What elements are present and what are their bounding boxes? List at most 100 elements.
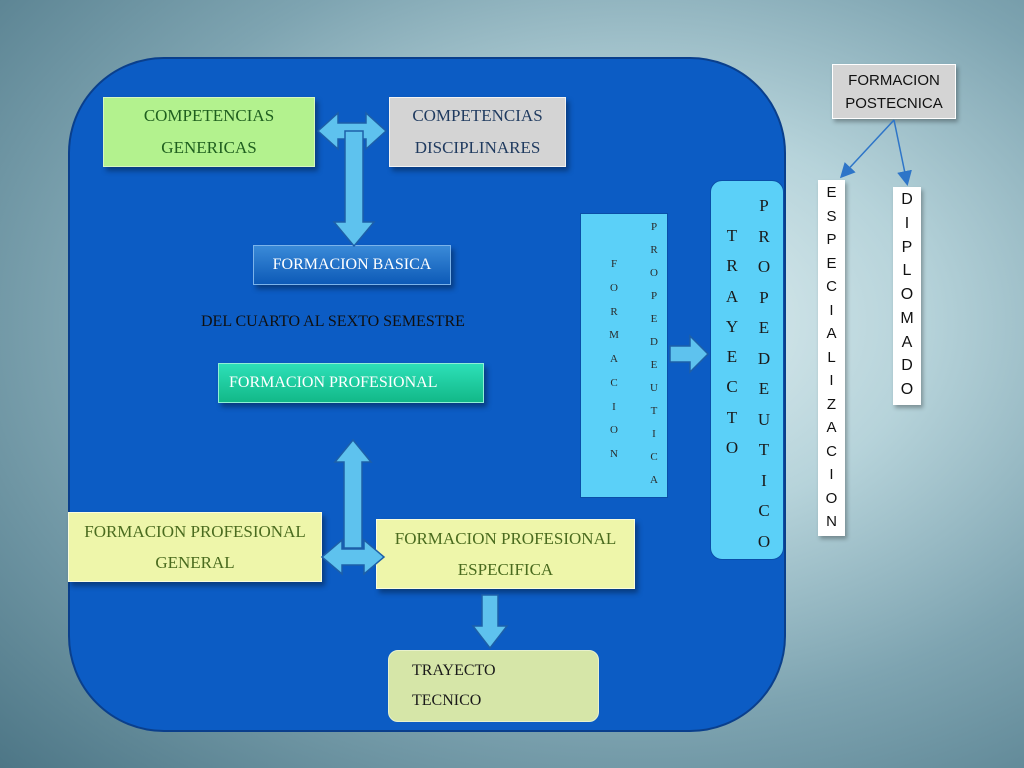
vertical-letter: D bbox=[901, 191, 913, 208]
vertical-letter: N bbox=[826, 513, 837, 530]
trayecto-tecnico-box: TRAYECTO TECNICO bbox=[388, 650, 599, 722]
vertical-letter: D bbox=[901, 357, 913, 375]
vertical-letter: O bbox=[900, 381, 914, 398]
vertical-letter: O bbox=[825, 489, 838, 507]
especializacion-box bbox=[818, 180, 845, 536]
vertical-letter: R bbox=[610, 305, 618, 318]
vertical-letter: S bbox=[826, 207, 837, 225]
fp-especifica-line1: FORMACION PROFESIONAL bbox=[394, 529, 617, 548]
formacion-propedeutica-box bbox=[580, 213, 668, 498]
vertical-letter: E bbox=[758, 379, 770, 399]
vertical-letter: A bbox=[826, 419, 837, 436]
competencias-genericas-line1: COMPETENCIAS bbox=[143, 106, 275, 125]
trayecto-propedeutico-box bbox=[710, 180, 784, 560]
competencias-genericas-line2: GENERICAS bbox=[161, 138, 257, 157]
competencias-genericas-box: COMPETENCIAS GENERICAS bbox=[103, 97, 315, 167]
vertical-letter: T bbox=[726, 226, 738, 245]
trayecto-tecnico-line1: TRAYECTO bbox=[412, 662, 496, 679]
formacion-postecnica-line1: FORMACION bbox=[848, 71, 940, 89]
vertical-letter: M bbox=[609, 329, 619, 342]
vertical-letter: T bbox=[650, 405, 658, 417]
vertical-letter: E bbox=[650, 359, 658, 371]
vertical-letter: O bbox=[610, 424, 618, 437]
double-arrow-vertical-profesional bbox=[333, 438, 373, 549]
vertical-letter: I bbox=[829, 466, 834, 483]
vertical-letter: Z bbox=[826, 395, 837, 413]
vertical-letter: E bbox=[758, 318, 770, 338]
vertical-letter: R bbox=[726, 256, 738, 276]
vertical-letter: U bbox=[757, 409, 771, 429]
connector-to-especializacion bbox=[839, 119, 895, 179]
vertical-letter: P bbox=[759, 287, 769, 307]
fp-general-line2: GENERAL bbox=[155, 553, 235, 572]
competencias-disciplinares-line1: COMPETENCIAS bbox=[412, 106, 543, 125]
vertical-letter: T bbox=[726, 407, 738, 427]
fp-especifica-line2: ESPECIFICA bbox=[457, 560, 554, 579]
formacion-profesional-box: FORMACION PROFESIONAL bbox=[218, 363, 484, 403]
vertical-letter: O bbox=[757, 531, 771, 551]
fp-especifica-box: FORMACION PROFESIONAL ESPECIFICA bbox=[376, 519, 635, 589]
vertical-letter: I bbox=[612, 400, 616, 413]
vertical-letter: O bbox=[725, 437, 739, 457]
vertical-letter: C bbox=[650, 451, 658, 463]
vertical-letter: O bbox=[757, 257, 771, 277]
vertical-letter: C bbox=[826, 278, 837, 295]
vertical-letter: O bbox=[610, 281, 618, 294]
vertical-letter: I bbox=[829, 301, 834, 319]
vertical-letter: P bbox=[901, 238, 913, 256]
vertical-letter: F bbox=[610, 258, 618, 270]
vertical-letter: R bbox=[650, 244, 658, 256]
vertical-letter: A bbox=[725, 286, 739, 306]
double-arrow-horizontal-bottom bbox=[320, 538, 386, 576]
diplomado-box bbox=[893, 187, 921, 405]
vertical-letter: L bbox=[827, 348, 836, 366]
vertical-letter: E bbox=[726, 347, 738, 367]
competencias-disciplinares-line2: DISCIPLINARES bbox=[414, 138, 541, 157]
vertical-letter: I bbox=[761, 470, 767, 490]
vertical-letter: P bbox=[826, 231, 837, 248]
connector-to-diplomado bbox=[893, 119, 912, 186]
vertical-letter: A bbox=[610, 353, 618, 365]
formacion-postecnica-line2: POSTECNICA bbox=[845, 94, 943, 112]
vertical-letter: T bbox=[758, 440, 770, 460]
vertical-letter: I bbox=[829, 372, 834, 389]
vertical-letter: I bbox=[652, 428, 656, 440]
fp-general-line1: FORMACION PROFESIONAL bbox=[84, 522, 306, 541]
vertical-letter: E bbox=[826, 254, 837, 272]
arrow-down-to-tecnico bbox=[471, 594, 509, 650]
fp-general-box: FORMACION PROFESIONAL GENERAL bbox=[68, 512, 322, 582]
trayecto-tecnico-line2: TECNICO bbox=[412, 692, 482, 709]
vertical-letter: D bbox=[650, 336, 658, 348]
vertical-letter: E bbox=[826, 184, 837, 201]
vertical-letter: P bbox=[759, 196, 769, 215]
vertical-letter: A bbox=[826, 325, 837, 342]
competencias-disciplinares-box: COMPETENCIAS DISCIPLINARES bbox=[389, 97, 566, 167]
arrow-right-to-propedeutico bbox=[669, 334, 710, 374]
vertical-letter: C bbox=[826, 442, 837, 460]
vertical-letter: C bbox=[610, 376, 618, 389]
vertical-letter: U bbox=[650, 382, 658, 394]
vertical-letter: P bbox=[650, 290, 658, 302]
vertical-letter: Y bbox=[725, 316, 739, 336]
vertical-letter: N bbox=[610, 448, 618, 460]
vertical-letter: O bbox=[650, 267, 658, 279]
vertical-letter: C bbox=[758, 501, 770, 521]
vertical-letter: C bbox=[726, 377, 738, 397]
vertical-letter: M bbox=[900, 309, 914, 327]
vertical-letter: D bbox=[757, 348, 771, 368]
arrow-down-to-basica bbox=[332, 130, 376, 248]
vertical-letter: L bbox=[902, 262, 912, 280]
vertical-letter: A bbox=[901, 333, 913, 351]
formacion-profesional-label: FORMACION PROFESIONAL bbox=[229, 374, 438, 391]
formacion-postecnica-box: FORMACION POSTECNICA bbox=[832, 64, 956, 119]
vertical-letter: O bbox=[900, 286, 914, 303]
vertical-letter: P bbox=[650, 221, 658, 233]
semestres-text: DEL CUARTO AL SEXTO SEMESTRE bbox=[201, 313, 465, 330]
